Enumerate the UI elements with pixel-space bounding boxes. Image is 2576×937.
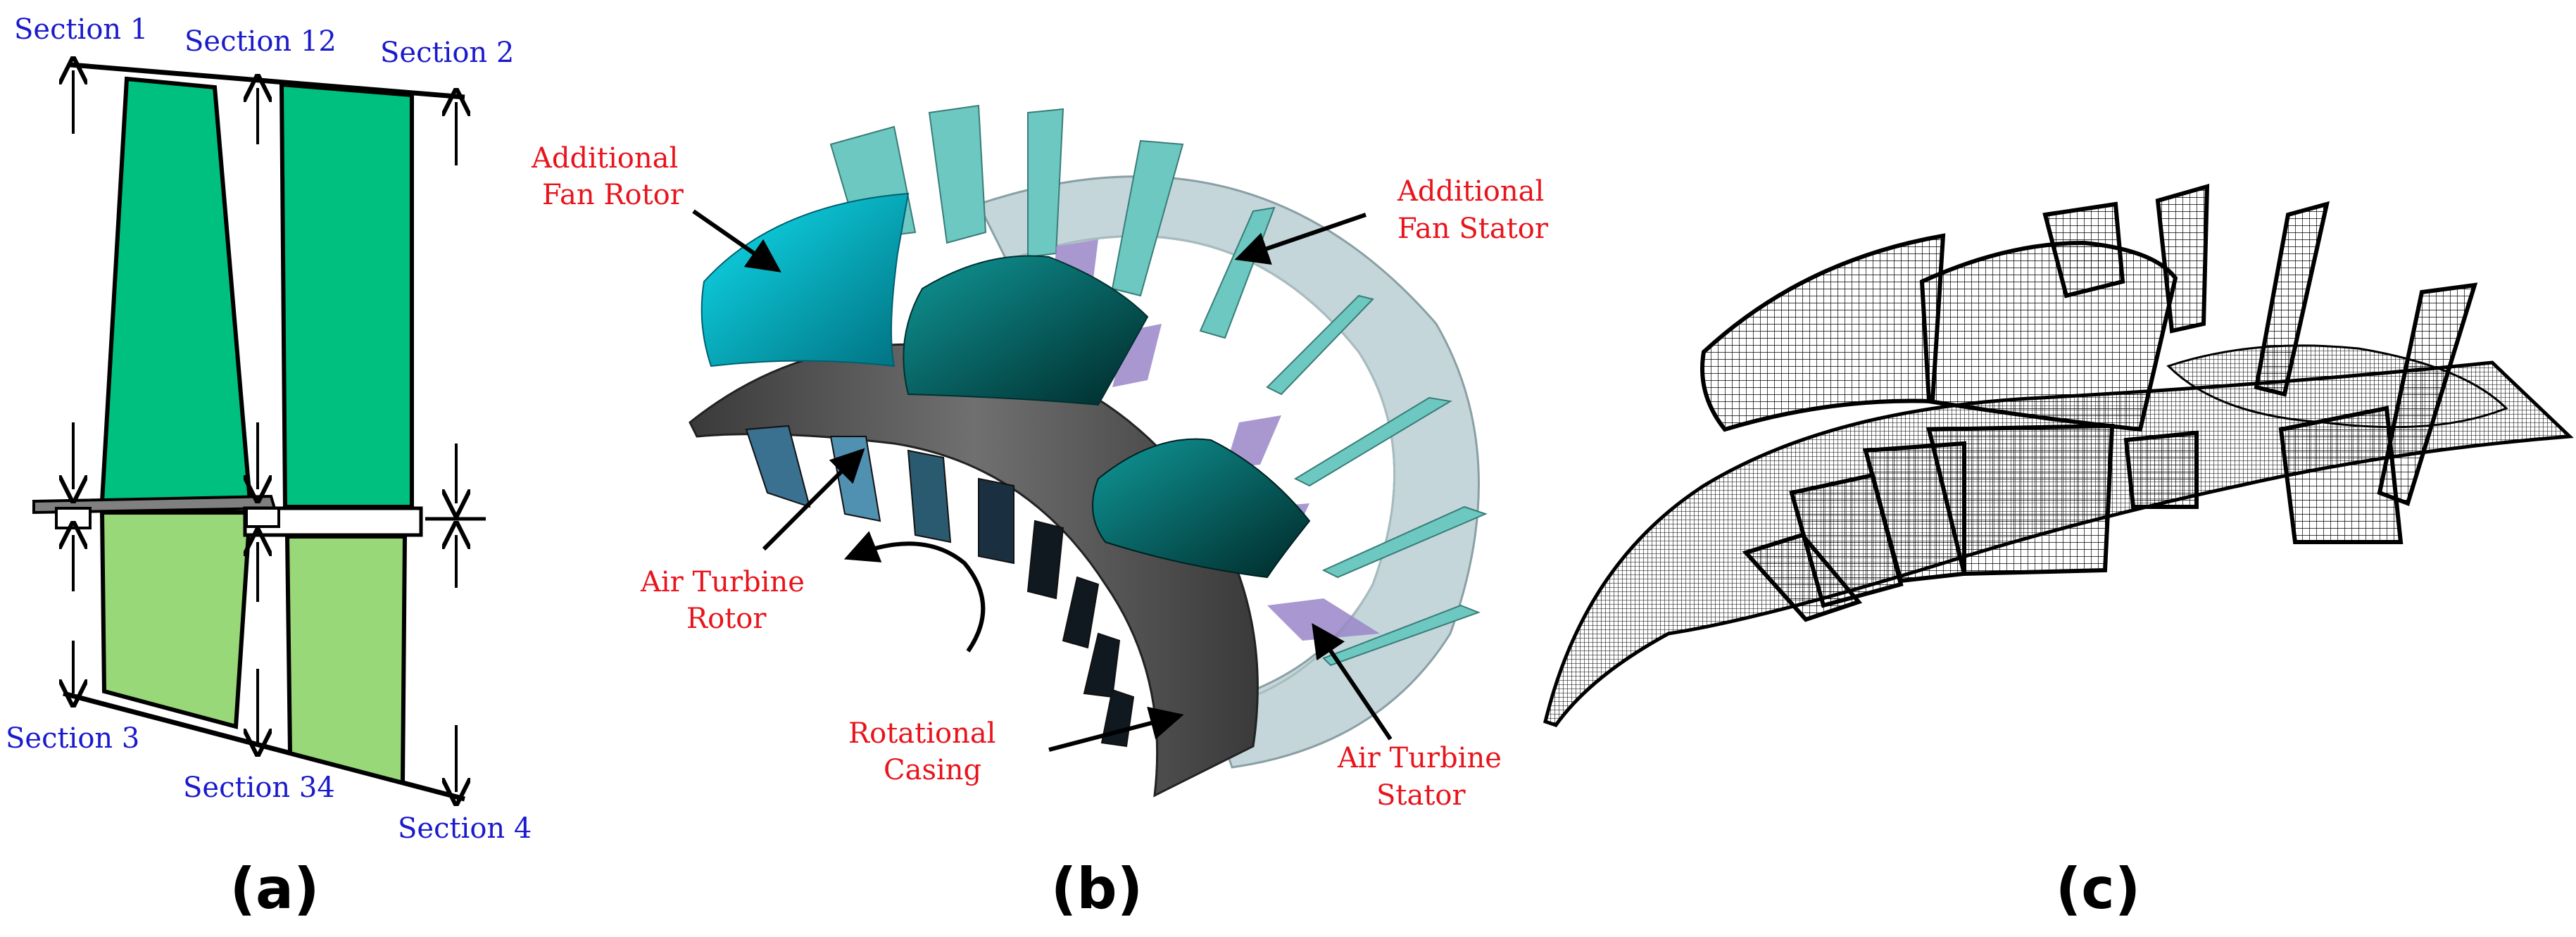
label-section-2: Section 2 — [380, 37, 514, 69]
label-turbine-rotor-line2: Rotor — [686, 603, 767, 635]
hub-seal-right — [245, 507, 280, 528]
label-casing-line2: Casing — [884, 754, 981, 786]
label-turbine-stator-line2: Stator — [1376, 779, 1466, 812]
fan-rotor-blade-2 — [903, 255, 1149, 406]
turbine-rotor-blades — [745, 425, 1135, 748]
label-fan-stator-line2: Fan Stator — [1397, 213, 1549, 245]
caption-a: (a) — [230, 856, 319, 922]
label-casing-line1: Rotational — [848, 717, 995, 750]
label-section-34: Section 34 — [183, 772, 335, 804]
label-leader-arrows — [692, 209, 1393, 752]
label-section-3: Section 3 — [6, 722, 139, 755]
upper-stator-blade — [279, 82, 414, 509]
label-fan-stator-line1: Additional — [1397, 175, 1544, 208]
label-section-4: Section 4 — [398, 812, 532, 845]
dimension-arrows — [73, 70, 456, 792]
label-turbine-rotor-line1: Air Turbine — [640, 566, 805, 598]
mesh-fan-rotor-2 — [1919, 240, 2178, 432]
caption-b: (b) — [1051, 856, 1143, 922]
mesh-hub-region — [2166, 344, 2508, 429]
panel-b: Additional Fan Rotor Additional Fan Stat… — [531, 104, 1549, 922]
lower-rotor-blade — [99, 510, 253, 729]
panel-a: Section 1 Section 12 Section 2 Section 3… — [6, 13, 532, 922]
mesh-fan-rotor-1 — [1700, 233, 1946, 432]
upper-rotor-blade — [99, 76, 253, 503]
label-fan-rotor-line1: Additional — [531, 142, 678, 175]
label-section-12: Section 12 — [184, 25, 337, 58]
mesh-turbine-blades — [1742, 405, 2404, 622]
panel-c: (c) — [1543, 183, 2574, 922]
lower-stator-blade — [284, 534, 408, 786]
hub-seal-left — [55, 507, 92, 529]
label-fan-rotor-line2: Fan Rotor — [542, 179, 684, 211]
fan-rotor-blade-1 — [700, 192, 910, 367]
fan-rotor-blade-3 — [1092, 438, 1311, 579]
label-section-1: Section 1 — [14, 13, 148, 46]
caption-c: (c) — [2056, 856, 2141, 922]
label-turbine-stator-line1: Air Turbine — [1337, 742, 1502, 774]
rotation-direction-arrow — [843, 531, 986, 653]
